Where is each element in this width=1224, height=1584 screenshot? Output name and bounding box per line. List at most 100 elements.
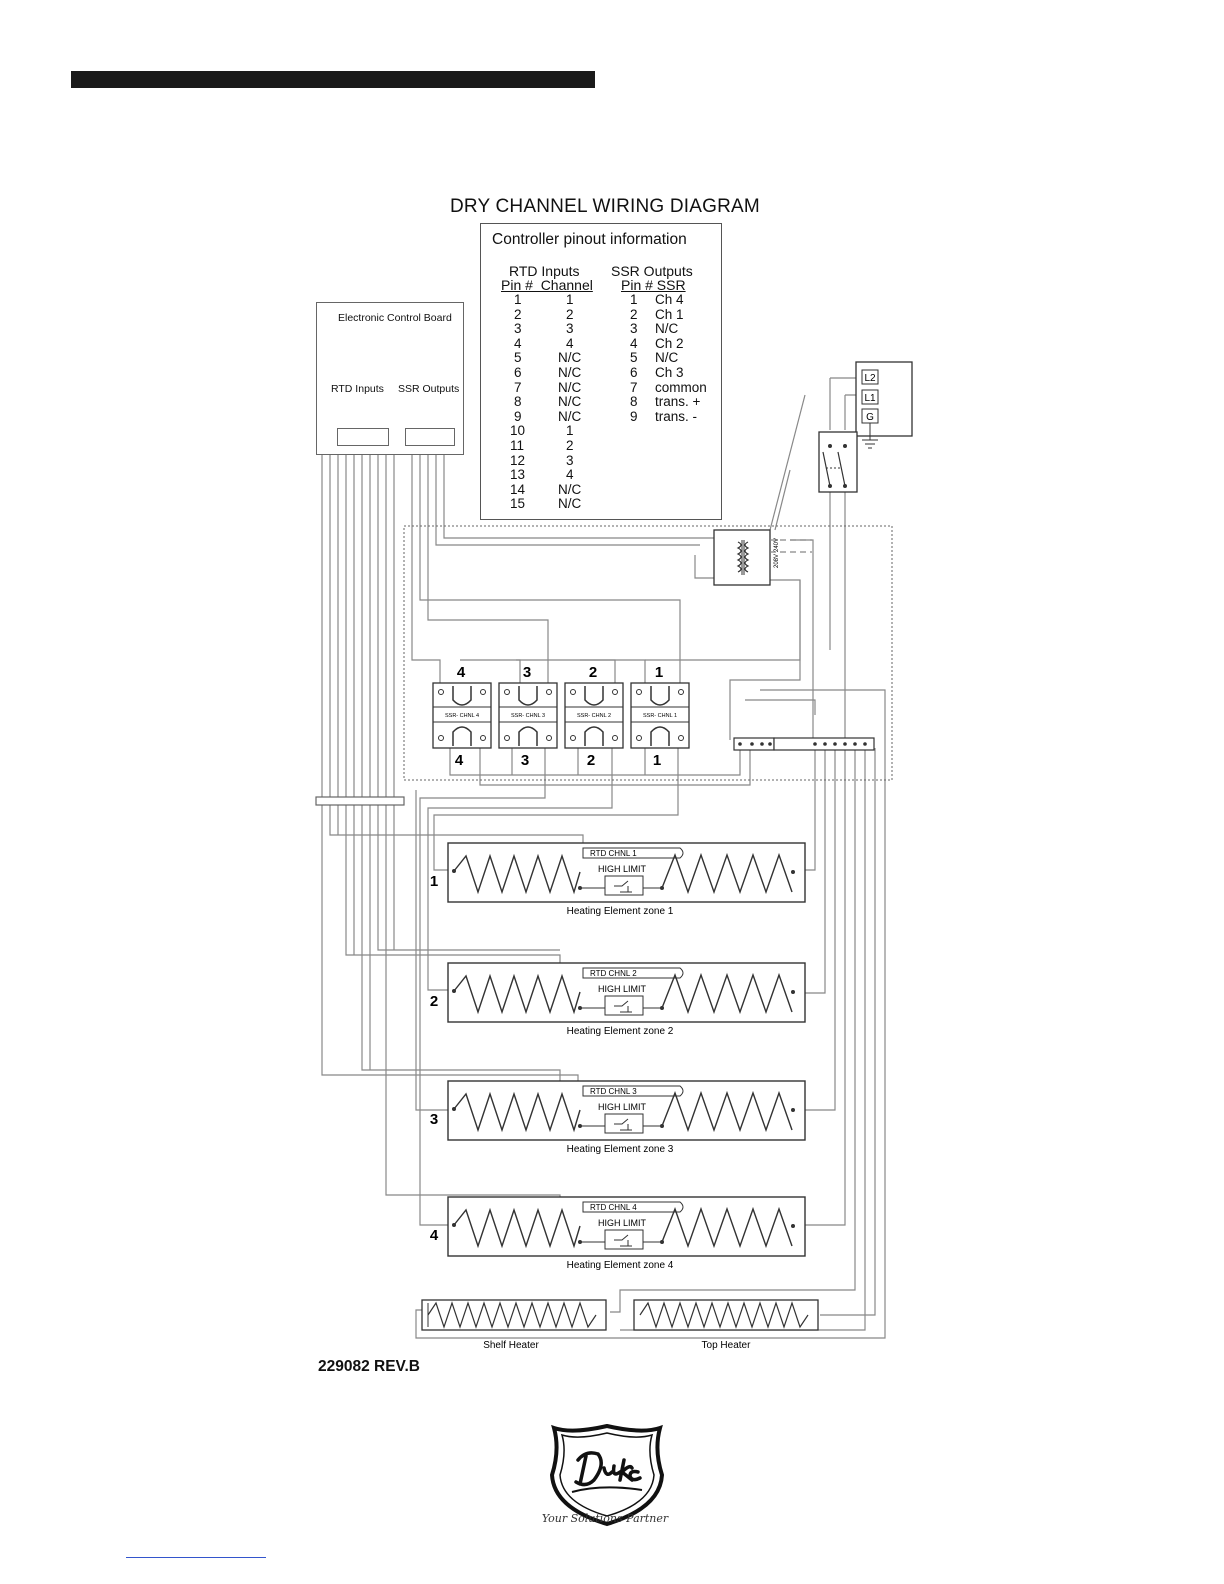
duke-logo: [549, 1423, 665, 1527]
document-number: 229082 REV.B: [318, 1358, 420, 1375]
transformer: 240V 208V: [713, 529, 812, 586]
zone-name: Heating Element zone 4: [567, 1260, 674, 1271]
rtd-pin-number: 2: [514, 306, 522, 322]
shelf-heater: Shelf Heater: [421, 1299, 607, 1351]
ssr-outputs-label: SSR Outputs: [398, 383, 460, 395]
ssr-top-number: 2: [589, 664, 597, 681]
rtd-inputs-label: RTD Inputs: [331, 383, 384, 395]
high-limit-label: HIGH LIMIT: [598, 864, 647, 874]
rtd-connector: [337, 428, 389, 446]
ssr-label: SSR- CHNL 3: [511, 713, 545, 719]
zone-rtd-label: RTD CHNL 2: [590, 969, 637, 978]
ssr-connector: [405, 428, 455, 446]
high-limit-label: HIGH LIMIT: [598, 1102, 647, 1112]
rtd-inputs-heading: RTD Inputs: [509, 263, 580, 279]
ssr-assignment: trans. +: [655, 394, 701, 410]
rtd-pin-number: 13: [510, 467, 526, 483]
rtd-channel: N/C: [558, 350, 582, 366]
zone-number: 3: [430, 1111, 438, 1128]
pinout-title: Controller pinout information: [492, 231, 687, 248]
ssr-outputs-heading: SSR Outputs: [611, 263, 693, 279]
rtd-channel: 4: [566, 467, 574, 483]
rtd-channel: 2: [566, 306, 574, 322]
rtd-channel: N/C: [558, 408, 582, 424]
ssr-assignment: Ch 1: [655, 306, 684, 322]
footer-link-underline: [126, 1557, 266, 1558]
rtd-channel: N/C: [558, 365, 582, 380]
ssr-pin-number: 9: [630, 408, 638, 424]
terminal-l1-label: L1: [864, 393, 876, 404]
rtd-pin-number: 9: [514, 408, 522, 424]
rtd-pin-number: 10: [510, 423, 526, 439]
shelf-heater-label: Shelf Heater: [483, 1340, 539, 1351]
rtd-channel: 1: [566, 292, 574, 307]
pinout-table: Controller pinout information RTD Inputs…: [480, 223, 722, 520]
zone-name: Heating Element zone 2: [567, 1026, 674, 1037]
zone-rtd-label: RTD CHNL 3: [590, 1087, 637, 1096]
ssr-relay: SSR- CHNL 1 1 1: [630, 664, 690, 769]
ssr-top-number: 3: [523, 664, 531, 681]
power-terminal-block: L2 L1 G: [855, 361, 913, 449]
rtd-pin-number: 5: [514, 350, 522, 366]
rtd-pin-number: 11: [510, 438, 525, 453]
ssr-pin-number: 4: [630, 335, 638, 351]
rtd-pin-number: 12: [510, 452, 526, 468]
zone-number: 2: [430, 993, 438, 1010]
transformer-208v-label: 208V: [774, 554, 780, 568]
ssr-pin-number: 2: [630, 306, 638, 322]
ssr-assignment: common: [655, 379, 707, 395]
ssr-bottom-number: 2: [587, 752, 595, 769]
zone-name: Heating Element zone 1: [567, 906, 674, 917]
zone-rtd-label: RTD CHNL 4: [590, 1203, 637, 1212]
power-switch: [818, 431, 858, 493]
ssr-assignment: N/C: [655, 350, 679, 366]
rtd-channel: 4: [566, 335, 574, 351]
rtd-channel: 3: [566, 452, 574, 468]
ssr-label: SSR- CHNL 4: [445, 713, 479, 719]
ssr-label: SSR- CHNL 1: [643, 713, 677, 719]
ssr-pin-number: 1: [630, 292, 638, 307]
zone-rtd-label: RTD CHNL 1: [590, 849, 637, 858]
electronic-control-board: Electronic Control Board RTD Inputs SSR …: [316, 302, 464, 455]
rtd-pin-number: 8: [514, 394, 522, 410]
ssr-top-number: 1: [655, 664, 663, 681]
zone-name: Heating Element zone 3: [567, 1144, 674, 1155]
ssr-pin-number: 6: [630, 365, 638, 380]
transformer-240v-label: 240V: [774, 538, 780, 552]
ssr-pin-number: 5: [630, 350, 638, 366]
high-limit-label: HIGH LIMIT: [598, 984, 647, 994]
zone-number: 4: [430, 1227, 439, 1244]
ssr-relay: SSR- CHNL 444: [432, 664, 492, 769]
ssr-relay: SSR- CHNL 2 2 2: [564, 664, 624, 769]
rtd-channel: 1: [566, 423, 574, 439]
ssr-assignment: trans. -: [655, 408, 698, 424]
rtd-pin-number: 7: [514, 379, 522, 395]
top-heater: Top Heater: [633, 1299, 819, 1351]
ssr-label: SSR- CHNL 2: [577, 713, 611, 719]
rtd-channel: N/C: [558, 481, 582, 497]
rtd-pin-number: 14: [510, 481, 526, 497]
terminal-l2-label: L2: [864, 373, 876, 384]
zone-number: 1: [430, 873, 438, 890]
control-board-title: Electronic Control Board: [338, 312, 452, 324]
diagram-title: DRY CHANNEL WIRING DIAGRAM: [450, 196, 760, 217]
rtd-pin-number: 4: [514, 335, 522, 351]
ssr-pin-number: 8: [630, 394, 638, 410]
terminal-strip: [733, 737, 875, 751]
ssr-relay: SSR- CHNL 333: [498, 664, 558, 769]
ssr-bottom-number: 1: [653, 752, 661, 769]
ssr-pin-number: 3: [630, 321, 638, 337]
ssr-subheading: Pin # SSR: [621, 277, 686, 293]
rtd-pin-number: 3: [514, 321, 522, 337]
ssr-assignment: Ch 2: [655, 335, 684, 351]
rtd-channel: 3: [566, 321, 574, 337]
ssr-pin-number: 7: [630, 379, 638, 395]
tagline: Your Solutions Partner: [541, 1512, 669, 1525]
rtd-pin-number: 6: [514, 365, 522, 380]
header-bar: [71, 71, 595, 88]
